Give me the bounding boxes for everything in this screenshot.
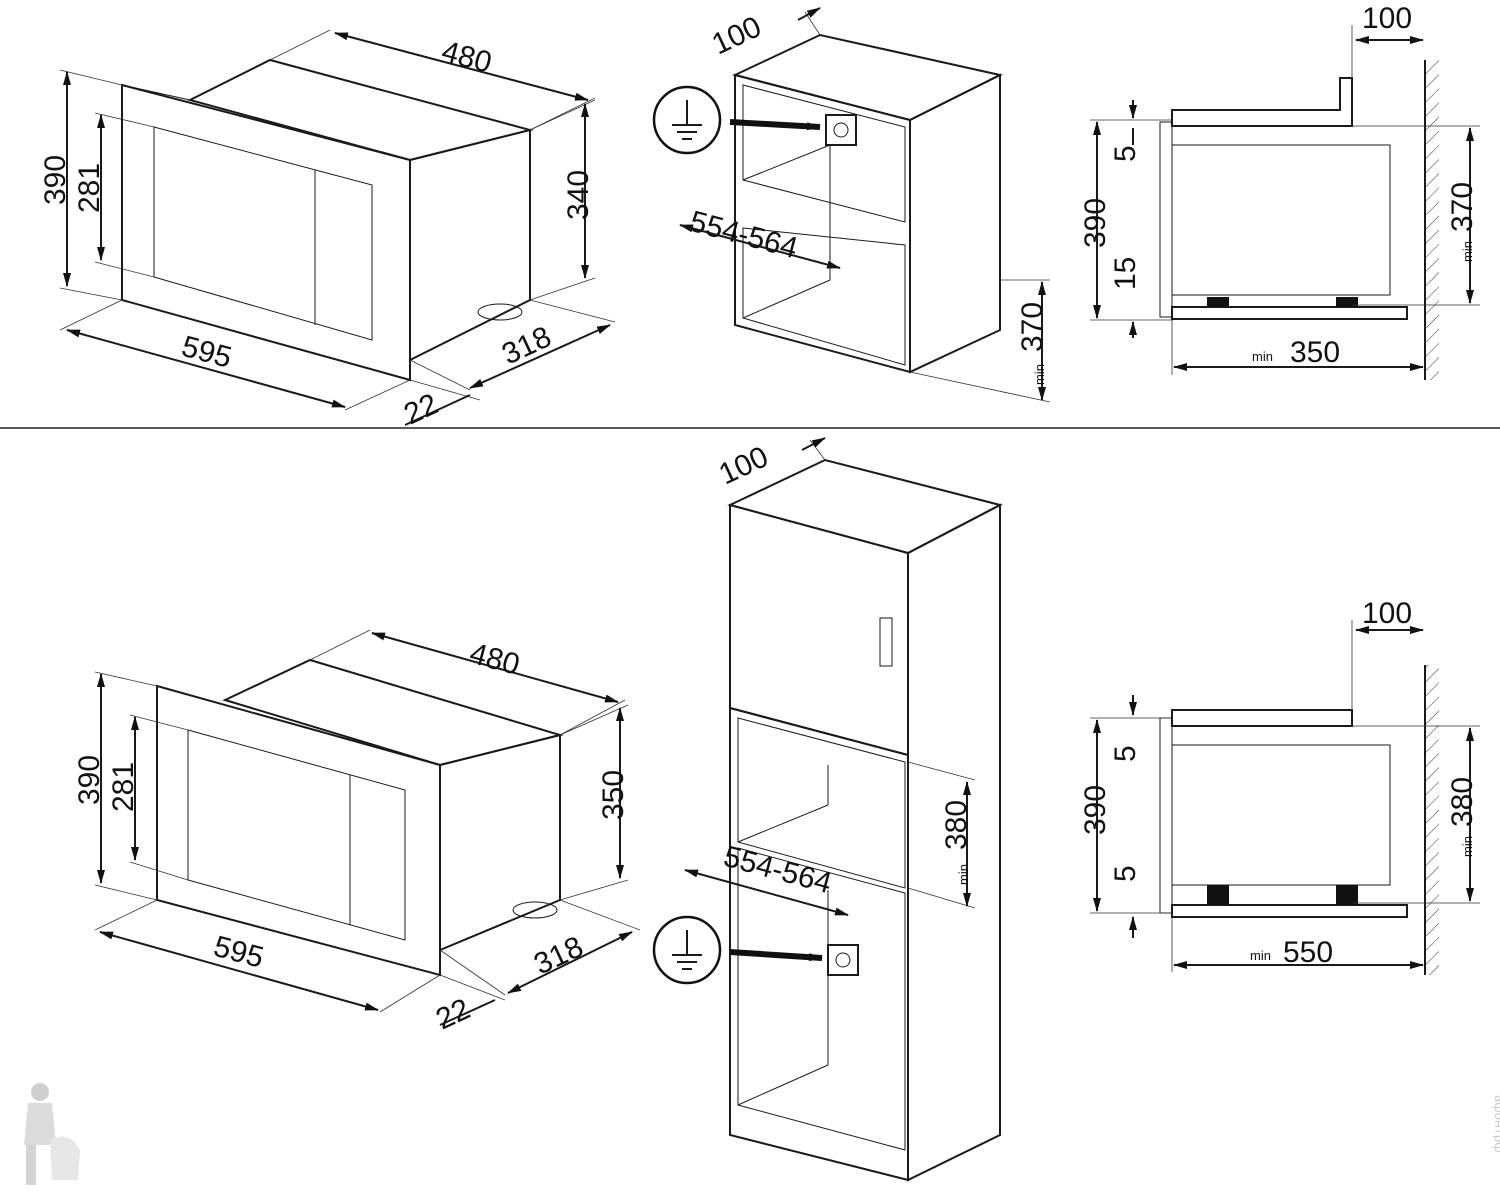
bottom-oven-body-depth-label: 318 bbox=[529, 930, 588, 981]
top-cabinet-view: 100 554-564 min 370 bbox=[652, 7, 1051, 403]
bottom-cabinet-view: 100 554-564 min 380 bbox=[652, 437, 1003, 1182]
top-oven-width-label: 595 bbox=[178, 330, 235, 375]
bottom-oven-depth-label: 480 bbox=[466, 637, 523, 682]
bottom-side-height-label: 390 bbox=[1079, 785, 1112, 835]
bottom-cabinet-width-label: 554-564 bbox=[720, 840, 835, 900]
bottom-oven-body-height-label: 350 bbox=[597, 770, 630, 820]
top-oven-depth-label: 480 bbox=[438, 35, 495, 80]
top-side-view: 100 390 5 15 min 370 min 350 bbox=[1079, 2, 1480, 380]
bottom-side-bottom-gap-label: 5 bbox=[1109, 865, 1142, 882]
bottom-oven-window-height-label: 281 bbox=[107, 762, 140, 812]
top-side-bottom-gap-label: 15 bbox=[1109, 257, 1142, 290]
top-cabinet-height-label: 370 bbox=[1016, 302, 1049, 352]
bottom-oven-height-label: 390 bbox=[73, 755, 106, 805]
top-oven-body-depth-label: 318 bbox=[497, 320, 556, 371]
top-side-niche-height-label: 370 bbox=[1446, 182, 1479, 232]
bottom-side-min-label-b: min bbox=[1250, 948, 1271, 963]
top-oven-height-label: 390 bbox=[39, 155, 72, 205]
bottom-oven-width-label: 595 bbox=[210, 930, 267, 975]
bottom-cabinet-min-label: min bbox=[956, 864, 971, 885]
ground-symbol-icon bbox=[652, 915, 722, 985]
top-side-top-gap-label: 5 bbox=[1109, 145, 1142, 162]
watermark-text: афонтрф bbox=[1492, 1095, 1500, 1153]
bottom-side-gap-label: 100 bbox=[1362, 597, 1412, 630]
top-cabinet-min-label: min bbox=[1032, 364, 1047, 385]
bottom-side-niche-height-label: 380 bbox=[1446, 777, 1479, 827]
top-side-min-label-b: min bbox=[1252, 349, 1273, 364]
top-cabinet-gap-label: 100 bbox=[707, 10, 766, 61]
bottom-side-niche-depth-label: 550 bbox=[1283, 936, 1333, 969]
top-oven-view: 480 390 281 340 595 318 22 bbox=[39, 29, 616, 431]
top-side-min-label-a: min bbox=[1460, 241, 1475, 262]
bottom-side-top-gap-label: 5 bbox=[1109, 745, 1142, 762]
top-oven-body-height-label: 340 bbox=[562, 170, 595, 220]
bottom-cabinet-gap-label: 100 bbox=[714, 440, 773, 491]
ground-symbol-icon bbox=[652, 85, 722, 155]
bottom-side-view: 100 390 5 5 min 380 min 550 bbox=[1079, 597, 1480, 975]
top-side-height-label: 390 bbox=[1079, 198, 1112, 248]
top-side-niche-depth-label: 350 bbox=[1290, 336, 1340, 369]
top-oven-window-height-label: 281 bbox=[73, 163, 106, 213]
bottom-side-min-label-a: min bbox=[1460, 836, 1475, 857]
top-side-gap-label: 100 bbox=[1362, 2, 1412, 35]
top-cabinet-width-label: 554-564 bbox=[686, 205, 801, 265]
plumber-logo-icon bbox=[24, 1083, 80, 1185]
bottom-oven-frame-depth-label: 22 bbox=[431, 992, 475, 1036]
bottom-oven-view: 480 390 281 350 595 318 22 bbox=[73, 629, 641, 1036]
bottom-cabinet-height-label: 380 bbox=[940, 800, 973, 850]
